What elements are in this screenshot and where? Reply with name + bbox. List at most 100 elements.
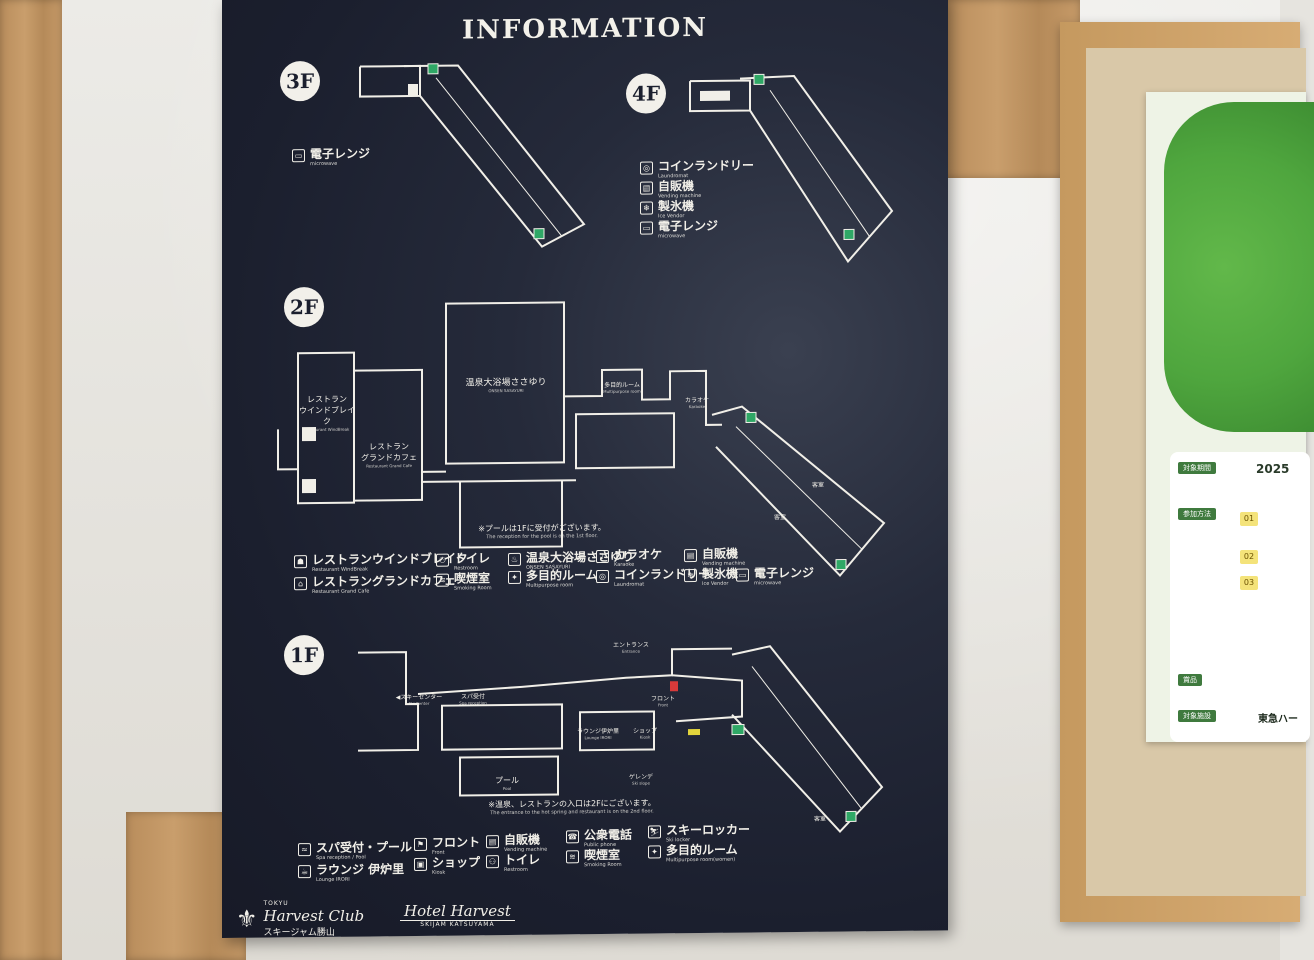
legend-2f-sublabel-10: microwave — [754, 580, 782, 587]
legend-2f-label-2: トイレ — [454, 551, 491, 566]
label-entrance: エントランス Entrance — [613, 641, 649, 654]
laundry-icon: ◎ — [596, 569, 609, 584]
plan-1f — [358, 645, 884, 833]
label-room-1f: 客室 — [814, 815, 827, 823]
vending-machine-icon: ▤ — [486, 835, 499, 849]
label-lounge: ラウンジ伊炉里 Lounge IRORI — [576, 727, 619, 741]
legend-1f-label-7: 喫煙室 — [584, 847, 621, 863]
poster-step-3: 03 — [1240, 576, 1258, 590]
hotel-harvest-logo: Hotel Harvest SKIJAM KATSUYAMA — [400, 902, 515, 928]
legend-2f-sublabel-3: Smoking Room — [454, 585, 492, 592]
poster-year: 2025 — [1256, 462, 1290, 476]
ski-locker-icon: ⛷ — [648, 825, 661, 839]
label-front: フロント Front — [650, 695, 675, 708]
smoking-room-icon: ≋ — [566, 850, 579, 864]
exit-sign-1f-lower — [731, 724, 745, 736]
poster-row-period: 対象期間 — [1178, 462, 1216, 474]
legend-3f-label-0: 電子レンジ — [310, 146, 371, 162]
exit-sign-3f-bottom — [533, 228, 545, 240]
legend-2f-label-9: 製氷機 — [702, 566, 739, 581]
poster-illustrated-map — [1164, 102, 1314, 432]
legend-1f-label-8: スキーロッカー — [666, 822, 751, 838]
legend-1f-label-6: 公衆電話 — [584, 827, 633, 843]
legend-4f-label-2: 製氷機 — [658, 199, 695, 214]
restaurant-icon: ☗ — [294, 555, 307, 569]
note-1f: ※温泉、レストランの入口は2Fにございます。 The entrance to t… — [488, 798, 656, 817]
microwave-icon: ▭ — [292, 149, 305, 163]
label-slope: ゲレンデ Ski slope — [628, 773, 653, 786]
information-board: INFORMATION 3F 4F 2F 1F — [222, 0, 948, 938]
multipurpose-room-icon: ✦ — [508, 570, 521, 585]
label-room-2f-a: 客室 — [812, 481, 825, 489]
poster-row-prize: 賞品 — [1178, 674, 1202, 686]
legend-2f-label-6: カラオケ — [614, 547, 663, 562]
label-shop: ショップ Kiosk — [632, 727, 657, 740]
microwave-icon: ▭ — [736, 568, 749, 582]
legend-1f-label-0: スパ受付・プール — [316, 840, 413, 856]
vending-machine-icon: ▤ — [640, 181, 653, 195]
cafe-icon: ⌂ — [294, 577, 307, 591]
legend-1f-sublabel-5: Restroom — [504, 866, 528, 874]
laundry-icon: ◎ — [640, 161, 653, 175]
legend-1f-label-1: ラウンジ 伊炉里 — [316, 862, 405, 878]
onsen-icon: ♨ — [508, 552, 521, 567]
plan-3f — [359, 63, 586, 248]
legend-1f-sublabel-9: Multipurpose room(women) — [666, 856, 736, 864]
poster-row-method: 参加方法 — [1178, 508, 1216, 520]
legend-1f-label-5: トイレ — [504, 852, 541, 868]
label-ski-center: ◀スキーセンター Ski Center — [395, 693, 443, 707]
note-2f: ※プールは1Fに受付がございます。 The reception for the … — [478, 522, 606, 541]
legend-1f-label-2: フロント — [432, 835, 481, 850]
legend-1f-sublabel-3: Kiosk — [432, 869, 446, 876]
public-phone-icon: ☎ — [566, 830, 579, 844]
shop-icon: ▣ — [414, 857, 427, 871]
label-pool: プール Pool — [495, 775, 519, 792]
legend-1f-sublabel-0: Spa reception / Pool — [316, 854, 366, 862]
smoking-room-icon: ≋ — [436, 573, 449, 587]
ice-vendor-icon: ❄ — [684, 569, 697, 583]
legend-3f-sublabel-0: microwave — [310, 160, 338, 168]
label-restaurant-windbreak: レストラン ウインドブレイク Restaurant WindBreak — [299, 394, 355, 433]
wood-block-top-right — [942, 0, 1080, 178]
legend-2f-label-5: 多目的ルーム — [526, 568, 598, 583]
restroom-icon: ⚇ — [436, 553, 449, 567]
label-spa-reception: スパ受付 Spa reception — [459, 693, 487, 706]
poster-row-facility: 対象施設 — [1178, 710, 1216, 722]
multipurpose-room-icon: ✦ — [648, 845, 661, 859]
exit-sign-1f-bottom — [845, 810, 857, 822]
plan-2f — [277, 301, 886, 578]
poster-step-1: 01 — [1240, 512, 1258, 526]
poster-footer-text: 東急ハー — [1258, 714, 1298, 725]
legend-4f-sublabel-3: microwave — [658, 233, 686, 240]
legend-1f-label-3: ショップ — [432, 855, 481, 870]
legend-2f-label-8: 自販機 — [702, 546, 739, 561]
poster-step-2: 02 — [1240, 550, 1258, 564]
poster-info-card: 2025 対象期間 参加方法 01 02 03 賞品 対象施設 東急ハー — [1170, 452, 1310, 742]
front-desk-icon: ⚑ — [414, 837, 427, 851]
campaign-poster: 2025 対象期間 参加方法 01 02 03 賞品 対象施設 東急ハー — [1146, 92, 1314, 742]
exit-sign-2f-bottom — [835, 558, 847, 571]
exit-sign-4f-top — [753, 73, 765, 85]
legend-1f-label-4: 自販機 — [504, 832, 541, 848]
karaoke-icon: ♪ — [596, 549, 609, 564]
legend-2f-label-1: レストラングランドカフェ — [312, 573, 457, 590]
legend-1f-label-9: 多目的ルーム — [666, 842, 738, 858]
label-karaoke: カラオケ Karaoke — [684, 396, 709, 410]
legend-4f-label-0: コインランドリー — [658, 158, 755, 174]
